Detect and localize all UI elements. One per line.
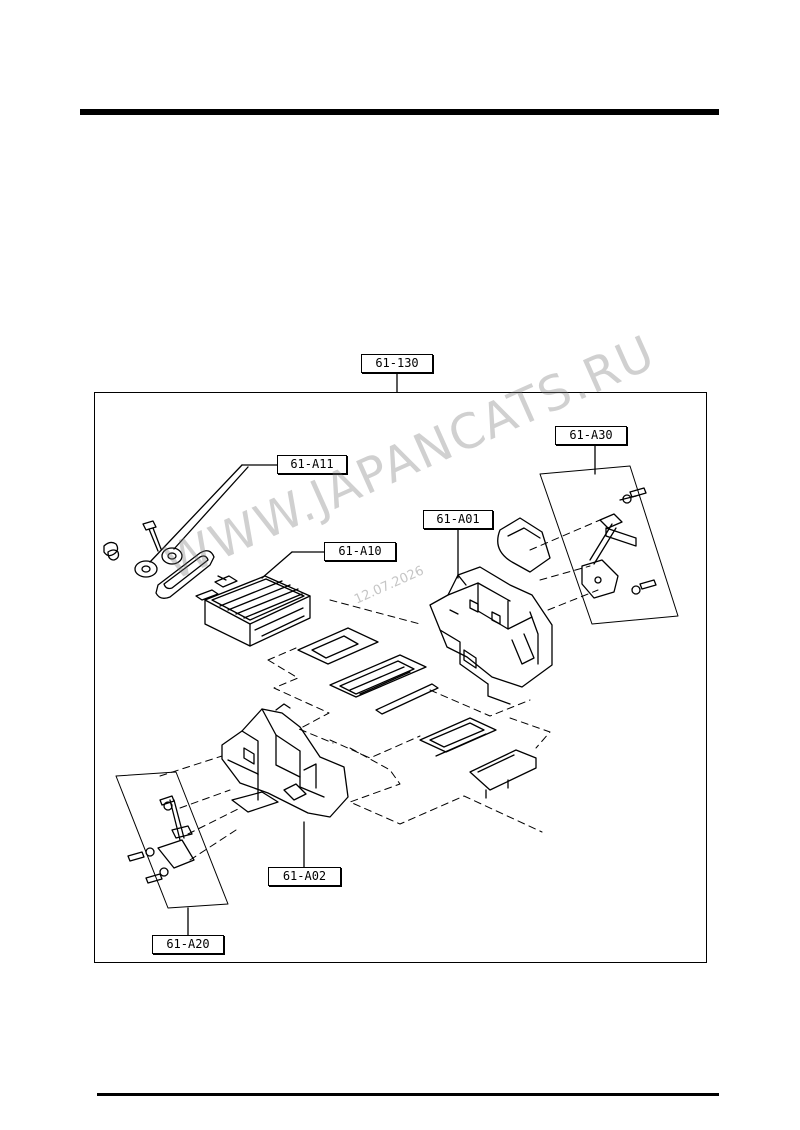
part-bottom-cover xyxy=(469,749,537,799)
label-61-130: 61-130 xyxy=(361,354,433,373)
label-61-A11: 61-A11 xyxy=(277,455,347,474)
part-61-A10 xyxy=(195,575,311,647)
part-door-lower xyxy=(419,717,497,757)
leader-61-A11-b xyxy=(173,466,249,550)
leader-61-A10 xyxy=(261,551,293,579)
dash-lines-right xyxy=(529,519,601,611)
part-61-A20 xyxy=(115,771,229,909)
part-61-A01 xyxy=(429,566,553,705)
part-door-middle xyxy=(329,654,439,715)
part-61-A02 xyxy=(221,703,349,818)
label-61-A30: 61-A30 xyxy=(555,426,627,445)
bottom-rule xyxy=(97,1093,719,1096)
label-61-A02: 61-A02 xyxy=(268,867,341,886)
dash-lines-center xyxy=(267,599,551,833)
label-61-A01: 61-A01 xyxy=(423,510,493,529)
part-61-A11 xyxy=(103,520,215,599)
dash-lines-left xyxy=(159,755,241,861)
assembly-frame xyxy=(94,392,707,963)
label-61-A20: 61-A20 xyxy=(152,935,224,954)
part-door-upper xyxy=(297,627,379,665)
top-rule xyxy=(80,109,719,115)
leader-61-A11-a xyxy=(149,464,243,563)
part-61-A30 xyxy=(497,465,679,625)
label-61-A10: 61-A10 xyxy=(324,542,396,561)
